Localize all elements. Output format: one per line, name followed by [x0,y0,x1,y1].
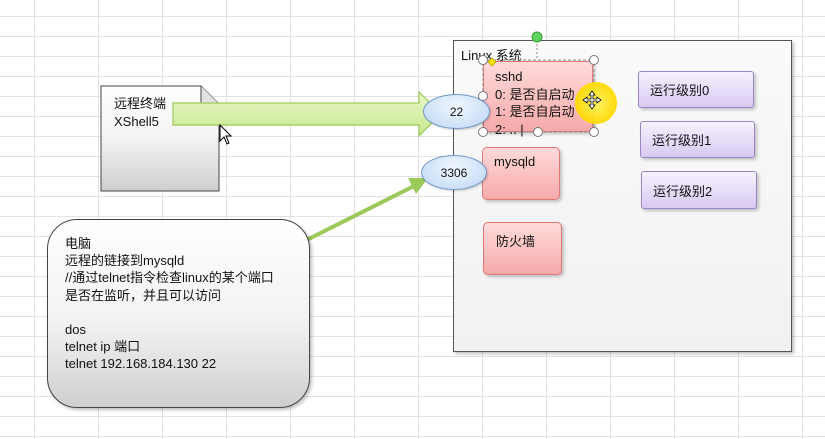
port-3306-ellipse[interactable]: 3306 [421,155,487,190]
run-level-1-box[interactable]: 运行级别1 [640,121,755,158]
firewall-label: 防火墙 [496,234,536,249]
run-level-2-box[interactable]: 运行级别2 [641,171,757,209]
linux-system-title: Linux 系统 [461,48,522,63]
firewall-box[interactable] [483,222,562,275]
run-level-1-label: 运行级别1 [652,133,712,148]
mysqld-box[interactable] [482,147,560,200]
sshd-selection-handles[interactable] [478,31,599,137]
cursor-highlight [575,82,617,124]
run-level-2-label: 运行级别2 [653,183,713,199]
port-22-label: 22 [449,104,464,119]
pointer-cursor-icon [219,123,233,145]
run-level-0-box[interactable]: 运行级别0 [638,71,754,108]
sshd-label: sshd 0: 是否自启动 1: 是否自启动 2: .. | [495,69,575,137]
port-22-ellipse[interactable]: 22 [423,94,490,129]
mysqld-label: mysqld [494,154,536,169]
port-3306-label: 3306 [440,165,468,180]
computer-label: 电脑 远程的链接到mysqld //通过telnet指令检查linux的某个端口… [65,236,274,372]
remote-terminal-label: 远程终端 XShell5 [114,96,167,129]
move-cursor-icon [582,90,602,110]
run-level-0-label: 运行级别0 [650,83,710,98]
computer-box[interactable] [47,219,310,408]
arrow-terminal-to-port-22 [172,90,442,138]
